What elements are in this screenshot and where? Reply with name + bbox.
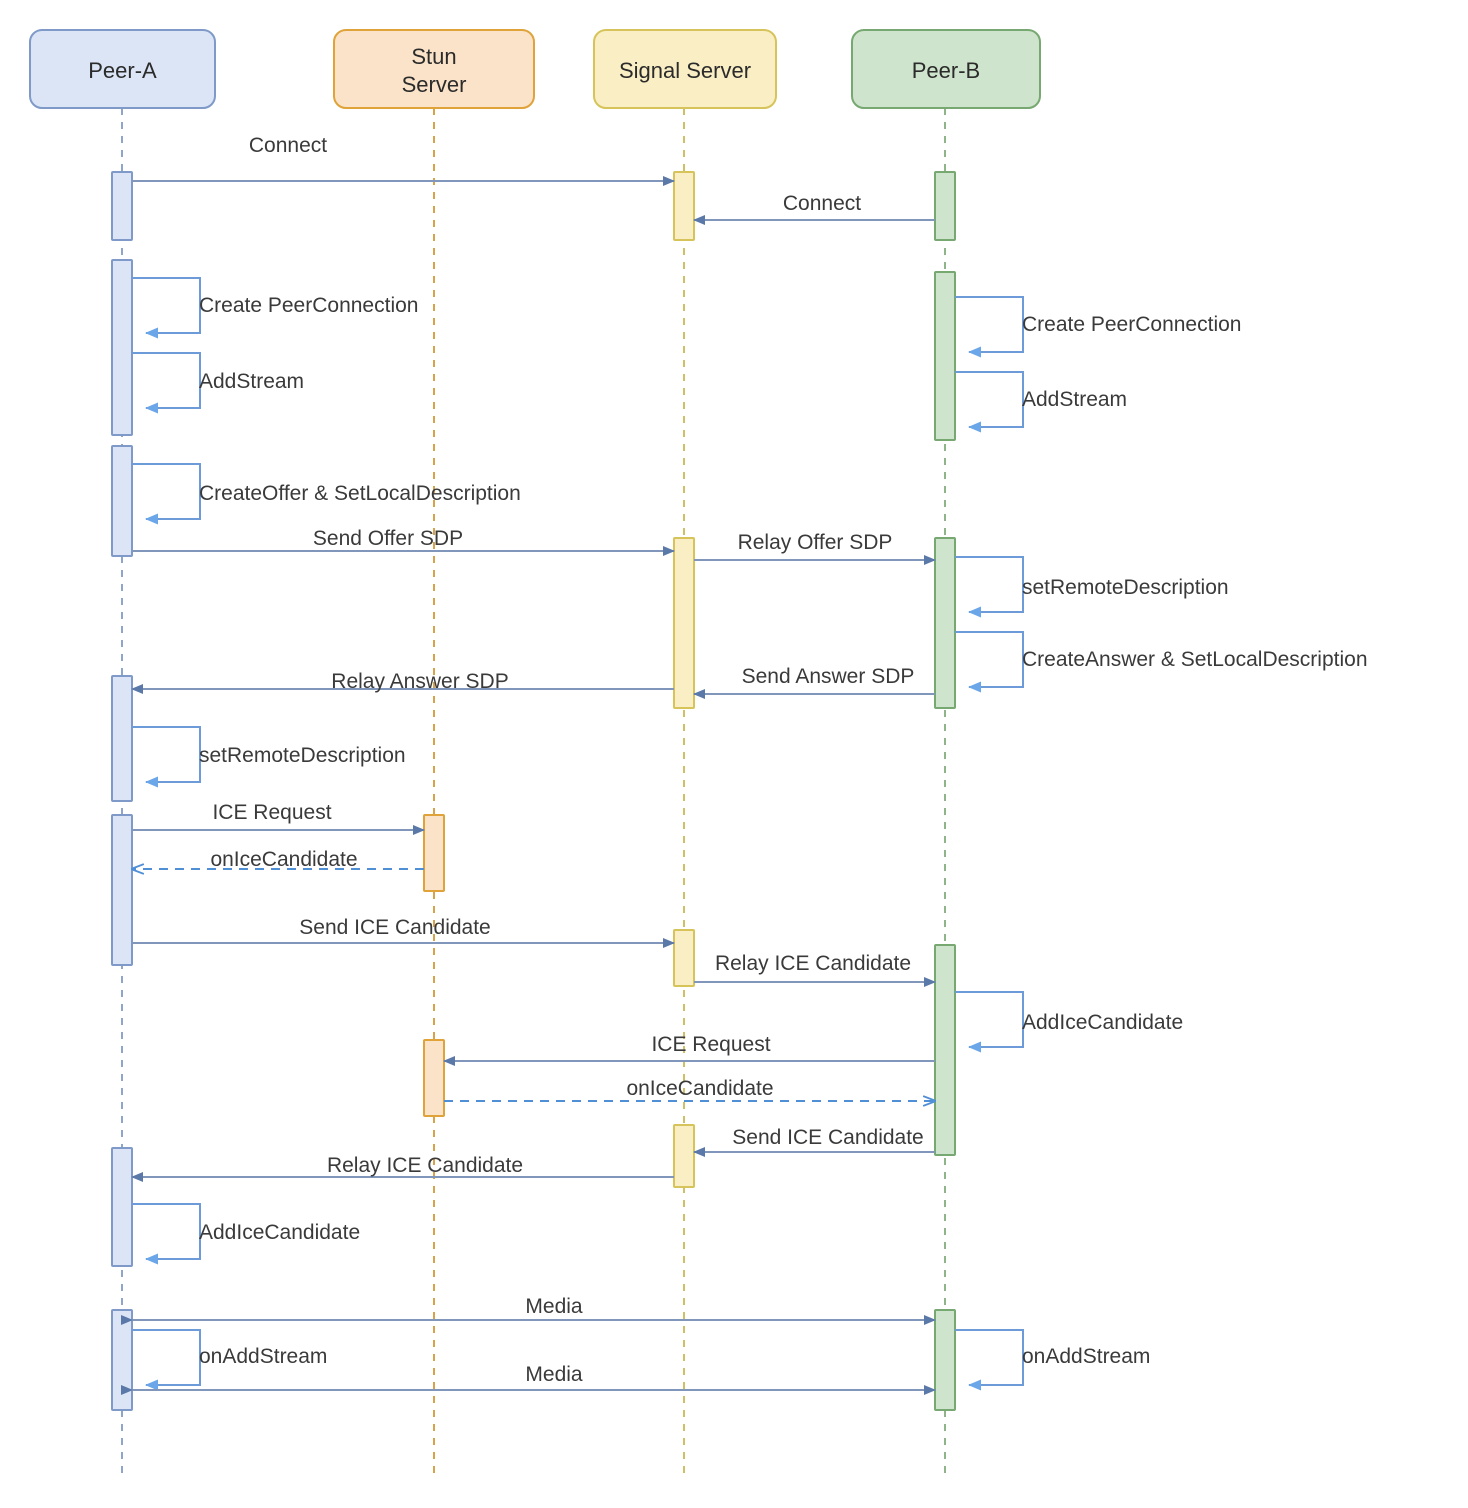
participant-label-peerB: Peer-B xyxy=(912,58,980,83)
self-message-m27 xyxy=(955,1329,1024,1391)
message-label-m19: AddIceCandidate xyxy=(1022,1011,1183,1034)
message-label-m5: Create PeerConnection xyxy=(1022,313,1241,336)
message-label-m4: AddStream xyxy=(199,370,304,393)
self-message-m5 xyxy=(955,296,1024,358)
participant-header-peerB[interactable]: Peer-B xyxy=(851,29,1041,109)
activation-bars-group xyxy=(111,171,956,1411)
activation-bar-signal xyxy=(673,929,695,987)
self-message-m6 xyxy=(955,371,1024,433)
activation-bar-peerA xyxy=(111,171,133,241)
activation-bar-peerA xyxy=(111,1309,133,1411)
activation-bar-signal xyxy=(673,1124,695,1188)
self-message-m24 xyxy=(132,1203,201,1265)
message-label-m18: Relay ICE Candidate xyxy=(715,952,911,975)
message-label-m11: CreateAnswer & SetLocalDescription xyxy=(1022,648,1368,671)
message-label-m17: Send ICE Candidate xyxy=(299,916,490,939)
message-label-m14: setRemoteDescription xyxy=(199,744,406,767)
message-label-m22: Send ICE Candidate xyxy=(732,1126,923,1149)
activation-bar-peerA xyxy=(111,259,133,436)
self-message-m26 xyxy=(132,1329,201,1391)
activation-bar-peerB xyxy=(934,944,956,1156)
message-label-m7: CreateOffer & SetLocalDescription xyxy=(199,482,521,505)
activation-bar-peerA xyxy=(111,675,133,802)
message-label-m20: ICE Request xyxy=(651,1033,770,1056)
activation-bar-peerB xyxy=(934,537,956,709)
self-message-m10 xyxy=(955,556,1024,618)
message-label-m8: Send Offer SDP xyxy=(313,527,463,550)
message-label-m12: Send Answer SDP xyxy=(742,665,915,688)
message-label-m15: ICE Request xyxy=(212,801,331,824)
messages-group xyxy=(121,176,1024,1395)
activation-bar-signal xyxy=(673,171,695,241)
activation-bar-peerB xyxy=(934,171,956,241)
message-label-m2: Connect xyxy=(783,192,861,215)
message-label-m3: Create PeerConnection xyxy=(199,294,418,317)
participant-label-peerA: Peer-A xyxy=(88,58,157,83)
message-label-m10: setRemoteDescription xyxy=(1022,576,1229,599)
participant-header-signal[interactable]: Signal Server xyxy=(593,29,777,109)
message-label-m27: onAddStream xyxy=(1022,1345,1150,1368)
activation-bar-peerA xyxy=(111,814,133,966)
message-label-m13: Relay Answer SDP xyxy=(331,670,508,693)
self-message-m3 xyxy=(132,277,201,339)
participant-label2-stun: Server xyxy=(402,72,467,97)
activation-bar-stun xyxy=(423,814,445,892)
message-label-m21: onIceCandidate xyxy=(626,1077,773,1100)
message-label-m6: AddStream xyxy=(1022,388,1127,411)
activation-bar-stun xyxy=(423,1039,445,1117)
self-message-m11 xyxy=(955,631,1024,693)
self-message-m19 xyxy=(955,991,1024,1053)
participant-label-signal: Signal Server xyxy=(619,58,751,83)
self-message-m14 xyxy=(132,726,201,788)
activation-bar-peerA xyxy=(111,445,133,557)
message-label-m1: Connect xyxy=(249,134,327,157)
activation-bar-peerA xyxy=(111,1147,133,1267)
message-label-m25: Media xyxy=(525,1295,583,1318)
activation-bar-signal xyxy=(673,537,695,709)
message-label-m24: AddIceCandidate xyxy=(199,1221,360,1244)
activation-bar-peerB xyxy=(934,271,956,441)
participant-header-peerA[interactable]: Peer-A xyxy=(29,29,216,109)
message-label-m9: Relay Offer SDP xyxy=(738,531,893,554)
message-label-m16: onIceCandidate xyxy=(210,848,357,871)
message-label-m23: Relay ICE Candidate xyxy=(327,1154,523,1177)
message-label-m26: onAddStream xyxy=(199,1345,327,1368)
activation-bar-peerB xyxy=(934,1309,956,1411)
self-message-m7 xyxy=(132,463,201,525)
participant-label-stun: Stun xyxy=(411,44,456,69)
self-message-m4 xyxy=(132,352,201,414)
message-label-m28: Media xyxy=(525,1363,583,1386)
